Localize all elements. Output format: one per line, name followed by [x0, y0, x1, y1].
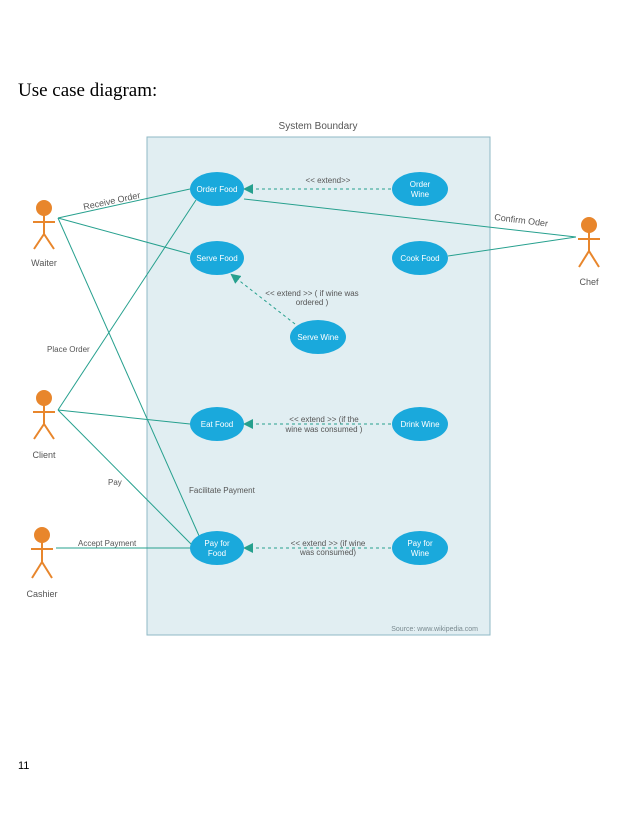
use-case-order-wine: Order Wine: [392, 172, 448, 206]
use-case-serve-food: Serve Food: [190, 241, 244, 275]
use-case-pay-wine-label-line1: Pay for: [407, 539, 433, 548]
use-case-pay-wine: Pay for Wine: [392, 531, 448, 565]
use-case-pay-food-label-line2: Food: [208, 549, 226, 558]
use-case-eat-food: Eat Food: [190, 407, 244, 441]
use-case-order-food: Order Food: [190, 172, 244, 206]
label-place-order: Place Order: [47, 345, 90, 354]
label-facilitate-payment: Facilitate Payment: [189, 486, 256, 495]
label-pay: Pay: [108, 478, 122, 487]
actor-chef-icon: [578, 217, 600, 268]
use-case-order-wine-label-line1: Order: [410, 180, 431, 189]
label-extend-drink-wine-line1: << extend >> (if the: [289, 415, 359, 424]
use-case-serve-wine-label: Serve Wine: [297, 333, 339, 342]
association-client-eat-food: [57, 409, 191, 425]
label-extend-pay-wine-line1: << extend >> (if wine: [291, 539, 366, 548]
association-client-pay-food: [57, 409, 193, 546]
use-case-drink-wine: Drink Wine: [392, 407, 448, 441]
label-accept-payment: Accept Payment: [78, 539, 137, 548]
system-boundary-label: System Boundary: [279, 121, 358, 132]
actor-cashier-icon: [31, 527, 53, 579]
use-case-eat-food-label: Eat Food: [201, 420, 233, 429]
label-extend-pay-wine-line2: was consumed): [299, 548, 356, 557]
association-waiter-pay-food: [57, 217, 201, 539]
label-extend-serve-wine-line2: ordered ): [296, 298, 329, 307]
page-heading: Use case diagram:: [18, 80, 158, 101]
use-case-pay-food: Pay for Food: [190, 531, 244, 565]
use-case-cook-food-label: Cook Food: [400, 254, 439, 263]
use-case-cook-food: Cook Food: [392, 241, 448, 275]
use-case-serve-food-label: Serve Food: [196, 254, 237, 263]
actor-client-icon: [33, 390, 55, 440]
actor-chef-label: Chef: [579, 277, 599, 287]
use-case-pay-wine-label-line2: Wine: [411, 549, 430, 558]
label-confirm-order: Confirm Oder: [494, 212, 549, 229]
extend-serve-wine: [230, 273, 296, 325]
actor-client-label: Client: [32, 450, 56, 460]
actor-cashier-label: Cashier: [26, 589, 57, 599]
use-case-serve-wine: Serve Wine: [290, 320, 346, 354]
label-receive-order: Receive Order: [82, 190, 141, 212]
association-waiter-order-food: [57, 188, 191, 219]
use-case-order-wine-label-line2: Wine: [411, 190, 430, 199]
use-case-order-food-label: Order Food: [197, 185, 238, 194]
label-extend-drink-wine-line2: wine was consumed ): [285, 425, 363, 434]
use-case-drink-wine-label: Drink Wine: [400, 420, 440, 429]
source-credit: Source: www.wikipedia.com: [391, 626, 478, 633]
label-extend-order-wine: << extend>>: [306, 176, 351, 185]
label-extend-serve-wine-line1: << extend >> ( if wine was: [265, 289, 358, 298]
page-number: 11: [18, 760, 30, 772]
use-case-pay-food-label-line1: Pay for: [204, 539, 230, 548]
actor-waiter-label: Waiter: [31, 258, 57, 268]
association-waiter-serve-food: [57, 217, 191, 255]
actor-waiter-icon: [33, 200, 55, 250]
association-client-order-food: [57, 199, 197, 411]
association-chef-cook-food: [447, 236, 577, 257]
association-chef-order-food: [243, 198, 577, 238]
